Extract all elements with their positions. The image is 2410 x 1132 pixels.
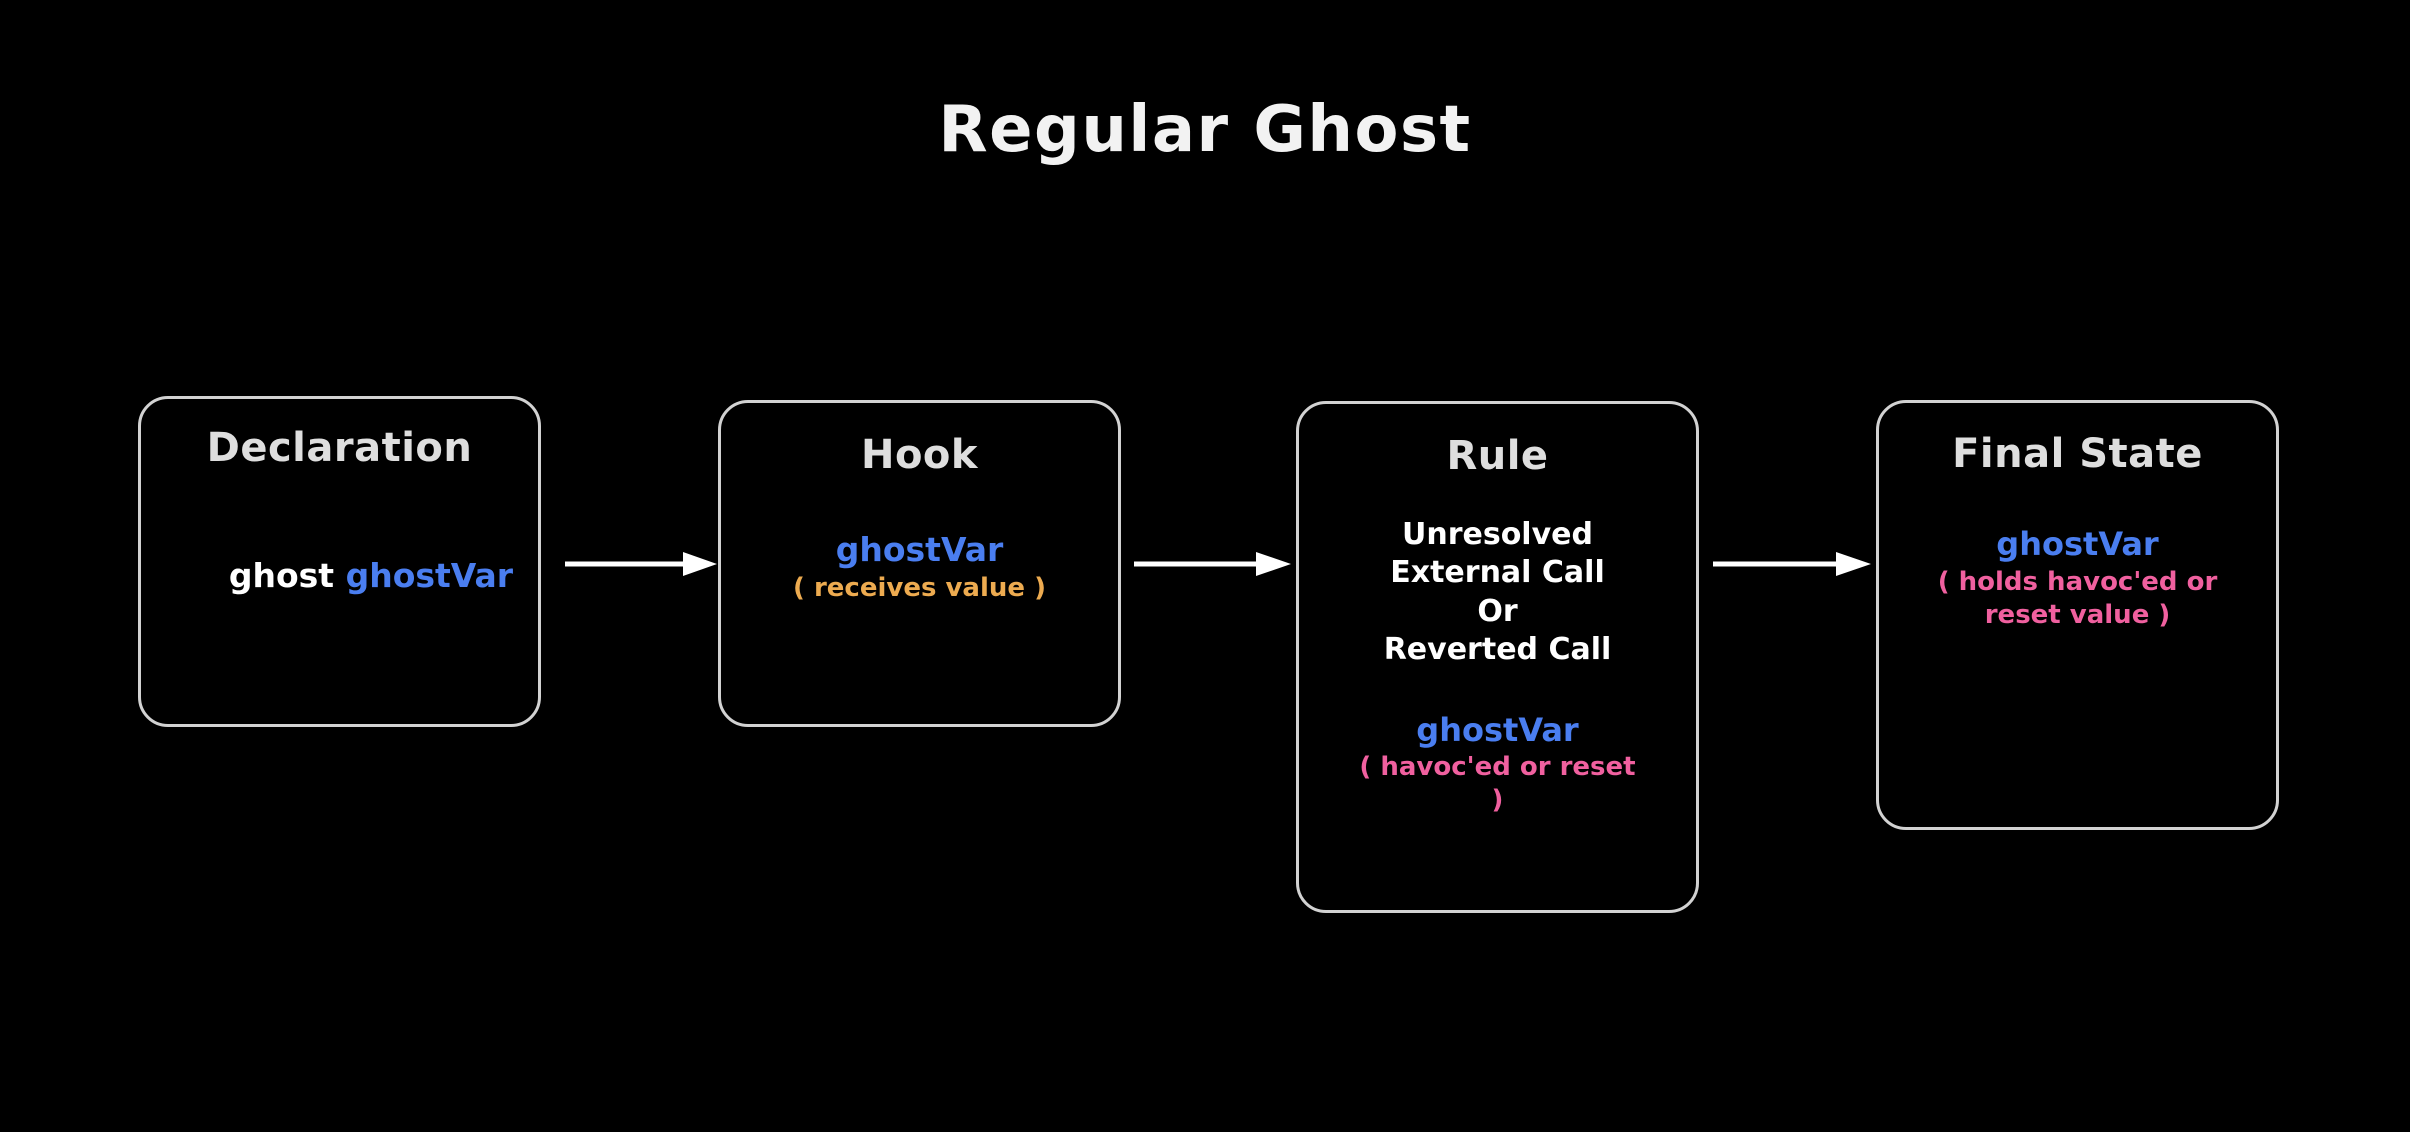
node-rule[interactable]: Rule Unresolved External Call Or Reverte… xyxy=(1296,401,1699,913)
node-declaration-title: Declaration xyxy=(206,425,473,471)
final-state-note: ( holds havoc'ed or reset value ) xyxy=(1937,566,2218,630)
rule-cause-text: Unresolved External Call Or Reverted Cal… xyxy=(1384,516,1612,670)
rule-note: ( havoc'ed or reset ) xyxy=(1359,752,1636,815)
page-title: Regular Ghost xyxy=(938,93,1472,167)
node-declaration[interactable]: Declaration ghost ghostVar xyxy=(138,396,541,727)
node-hook-title: Hook xyxy=(860,432,979,478)
node-declaration-body: ghost ghostVar xyxy=(166,516,513,635)
rule-cause-line-2: External Call xyxy=(1390,555,1605,591)
arrow-right-icon xyxy=(1713,552,1871,576)
rule-cause-line-1: Unresolved xyxy=(1401,517,1593,552)
declaration-variable: ghostVar xyxy=(345,555,514,595)
rule-cause-line-4: Reverted Call xyxy=(1383,632,1612,668)
node-hook[interactable]: Hook ghostVar ( receives value ) xyxy=(718,400,1121,727)
arrow-right-icon xyxy=(1134,552,1291,576)
final-state-variable: ghostVar xyxy=(1996,525,2159,563)
node-final-state[interactable]: Final State ghostVar ( holds havoc'ed or… xyxy=(1876,400,2279,830)
declaration-keyword: ghost xyxy=(228,555,346,595)
rule-variable: ghostVar xyxy=(1416,710,1579,749)
arrow-hook-to-rule xyxy=(1134,548,1291,580)
hook-note: ( receives value ) xyxy=(793,572,1046,603)
node-final-state-title: Final State xyxy=(1952,431,2203,477)
rule-cause-line-3: Or xyxy=(1477,593,1518,629)
arrow-rule-to-final-state xyxy=(1713,548,1871,580)
arrow-right-icon xyxy=(565,552,717,576)
node-rule-title: Rule xyxy=(1446,433,1549,479)
hook-variable: ghostVar xyxy=(835,530,1004,569)
arrow-declaration-to-hook xyxy=(565,548,717,580)
